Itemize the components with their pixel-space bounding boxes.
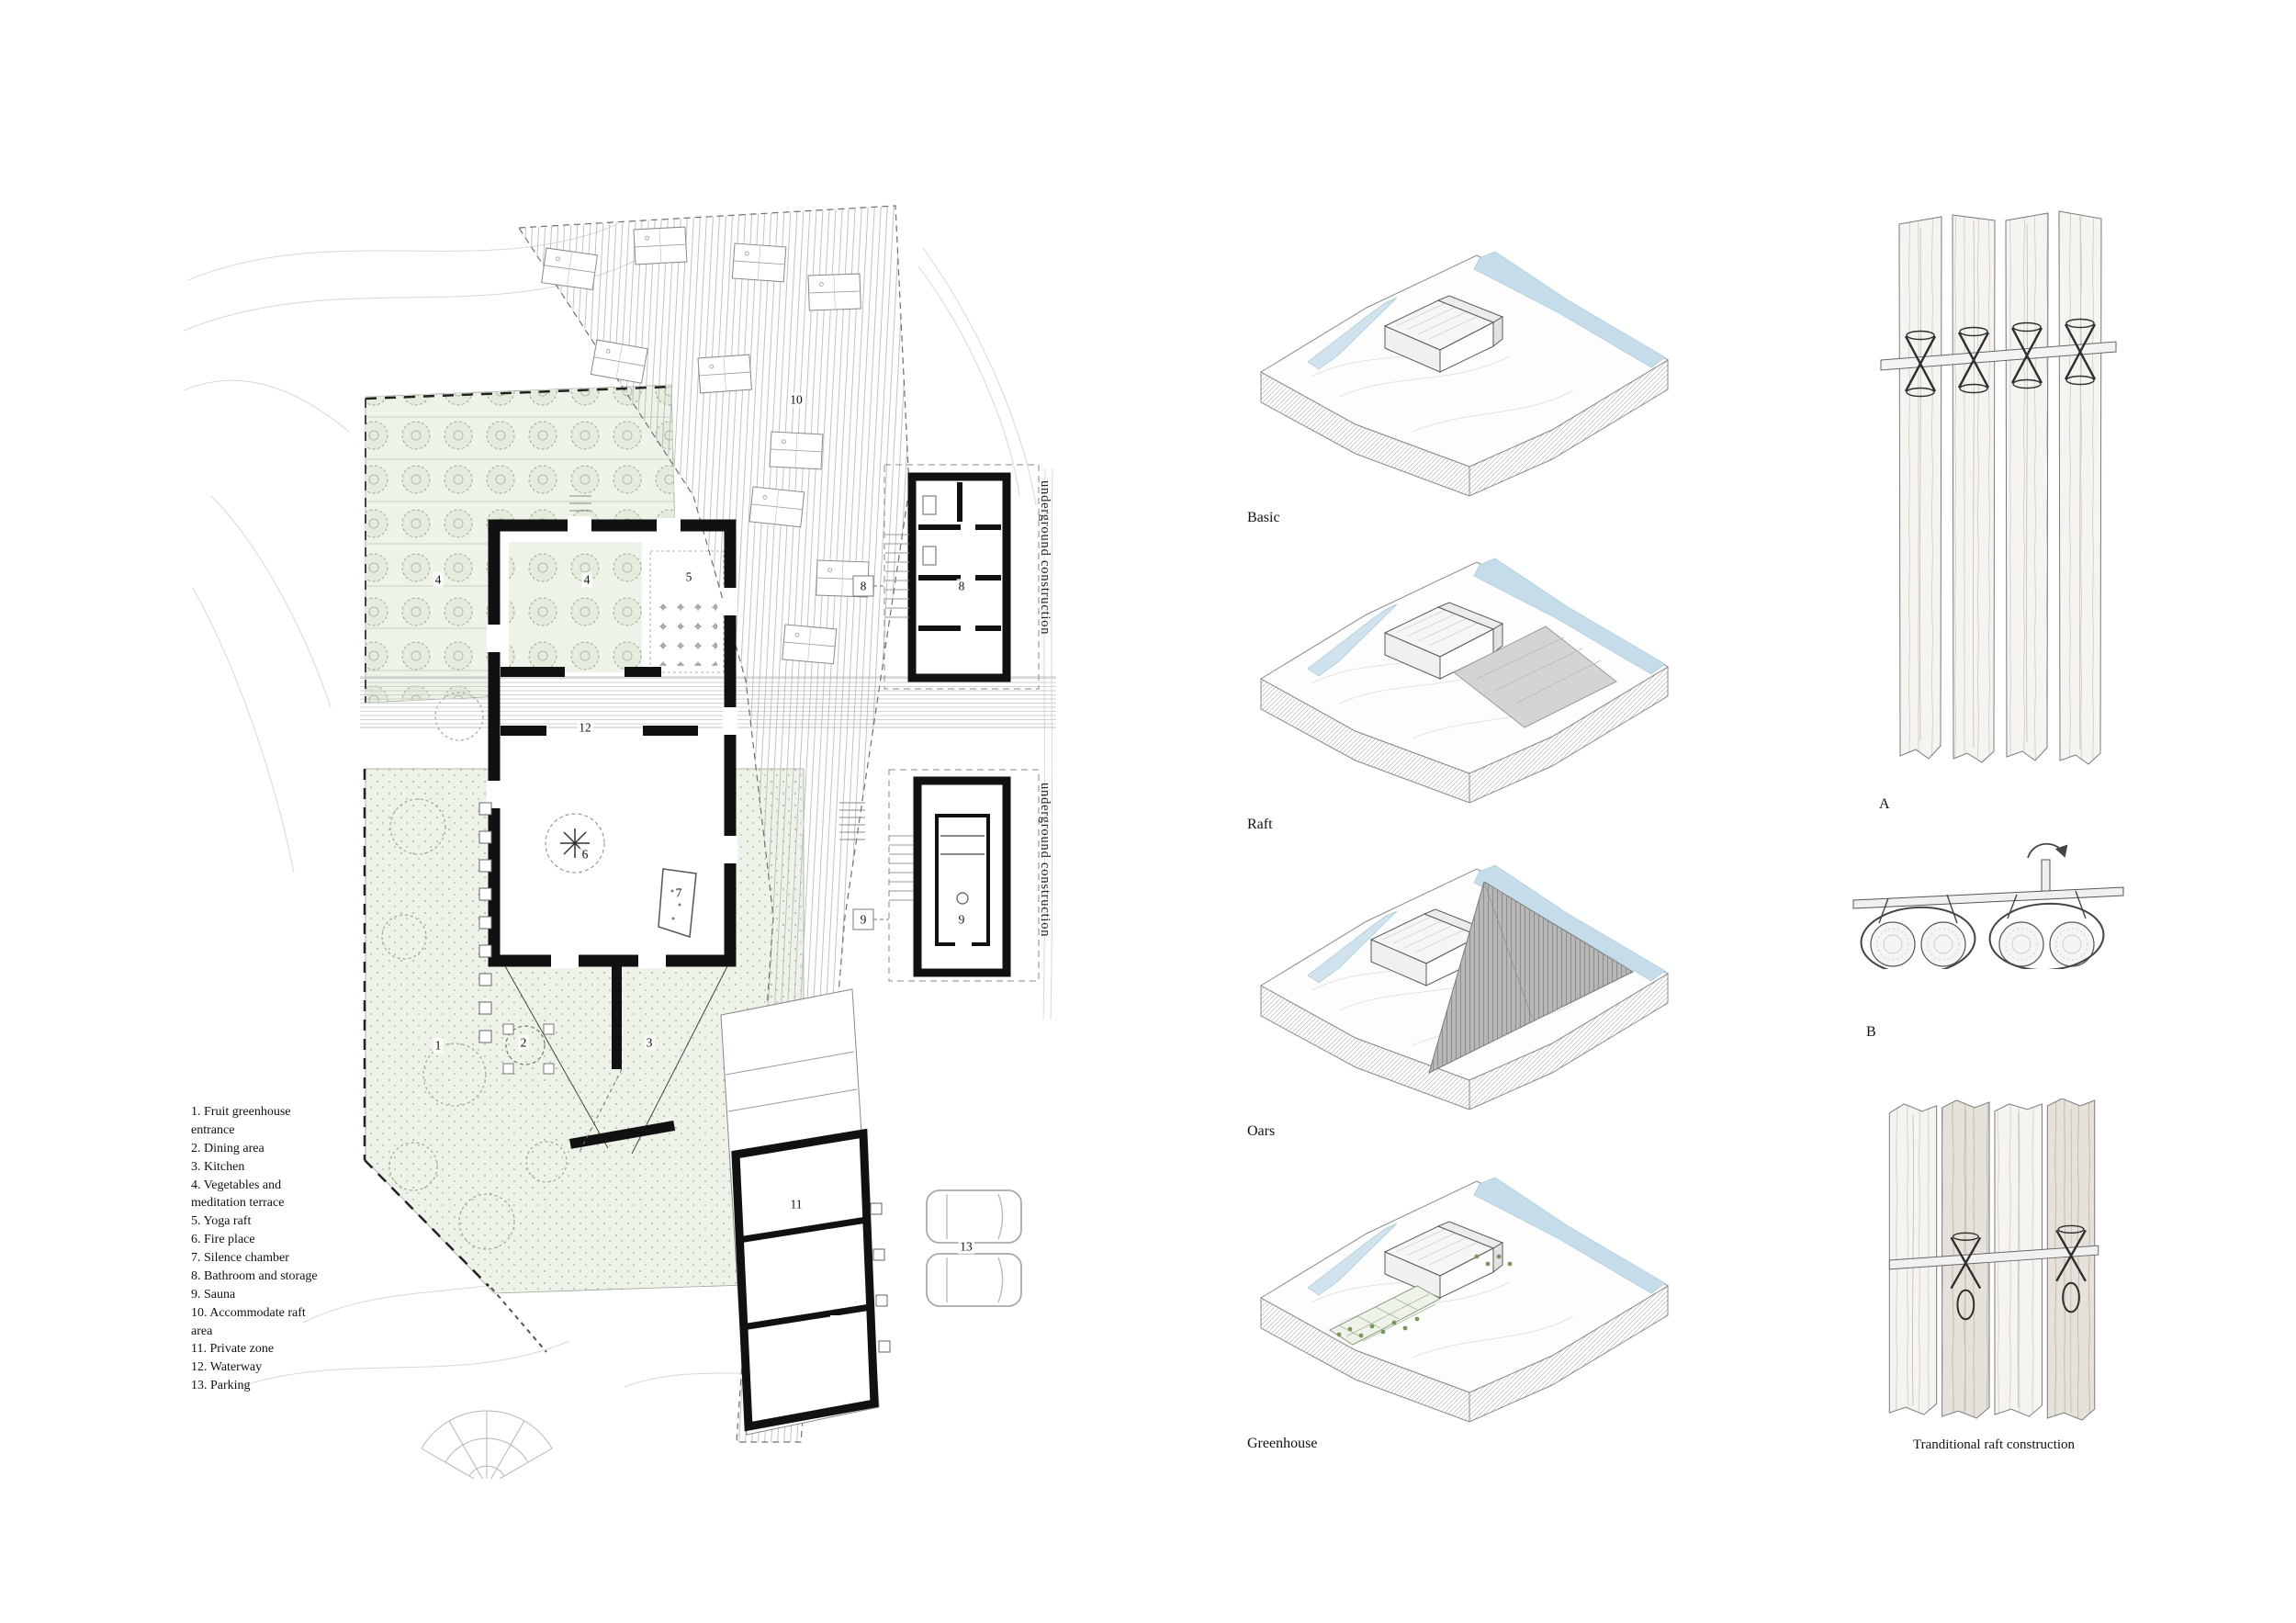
legend-item: 11. Private zone [191, 1342, 275, 1357]
main-building-interior [509, 542, 725, 938]
channel-stairs [839, 802, 865, 840]
massing-diagram-greenhouse: Greenhouse [1247, 1146, 1679, 1452]
legend-item: 6. Fire place [191, 1233, 255, 1247]
site-boundaries [363, 385, 672, 1353]
logs [1898, 210, 2102, 765]
log-ends [1870, 921, 2095, 967]
silence-chamber [658, 868, 697, 938]
detail-traditional-caption: Tranditional raft construction [1912, 1437, 2076, 1452]
greenhouse-arm [1328, 1254, 1513, 1346]
parking-cars [926, 1189, 1022, 1307]
raft-plane [1453, 626, 1617, 728]
diagram-label-basic: Basic [1247, 510, 1280, 525]
plan-number-marker: 9 [956, 912, 967, 927]
bench-row [478, 802, 492, 1043]
rotation-arrow [2027, 842, 2068, 859]
legend-item: 13. Parking [191, 1379, 251, 1393]
plan-number-marker: 4 [433, 572, 444, 587]
legend-item: 9. Sauna [191, 1287, 236, 1302]
site-plan-drawing [184, 205, 1056, 1479]
detail-a: A [1879, 208, 2122, 813]
ropes [1860, 890, 2105, 975]
legend-item: 3. Kitchen [191, 1159, 245, 1174]
massing-greenhouse-drawing [1260, 1177, 1669, 1423]
fan-ornament [421, 1410, 553, 1479]
cross-beam [1880, 341, 2117, 371]
diagram-label-oars: Oars [1247, 1123, 1276, 1139]
legend-item: 8. Bathroom and storage [191, 1268, 318, 1283]
rope-lashings [1904, 318, 2097, 398]
legend-item: 7. Silence chamber [191, 1251, 289, 1265]
legend-item: 1. Fruit greenhouse entrance [191, 1105, 291, 1137]
bathroom-storage-building [852, 464, 1040, 690]
waterway-band [360, 676, 1056, 728]
legend-item: 10. Accommodate raft area [191, 1305, 306, 1338]
log-rings [1876, 928, 2088, 961]
massing-diagram-raft: Raft [1247, 527, 1679, 833]
plan-number-marker: 10 [788, 392, 805, 407]
underground-construction-label: underground construction [1038, 783, 1052, 938]
plan-number-marker: 11 [788, 1197, 805, 1212]
private-zone-building [720, 988, 891, 1436]
diagram-label-greenhouse: Greenhouse [1247, 1436, 1318, 1451]
massing-oars-drawing [1260, 864, 1669, 1110]
plan-number-marker: 13 [958, 1239, 974, 1254]
detail-b: B [1851, 831, 2127, 1041]
oars-wedge [1428, 881, 1635, 1074]
legend-item: 4. Vegetables and meditation terrace [191, 1178, 285, 1211]
contour-lines [184, 224, 1053, 1388]
massing-diagram-oars: Oars [1247, 834, 1679, 1140]
car [926, 1253, 1022, 1307]
detail-a-label: A [1879, 796, 1890, 812]
sauna-building [852, 769, 1040, 982]
massing-diagram-basic: Basic [1247, 220, 1679, 526]
rope-lashings [1950, 1224, 2087, 1321]
plan-number-marker: 1 [433, 1038, 444, 1053]
plan-legend: 1. Fruit greenhouse entrance 2. Dining ar… [191, 1103, 327, 1395]
detail-traditional-raft: Tranditional raft construction [1888, 1098, 2099, 1453]
detail-b-drawing [1852, 842, 2124, 975]
massing-raft-drawing [1260, 558, 1669, 804]
legend-item: 2. Dining area [191, 1141, 264, 1155]
detail-a-drawing [1880, 210, 2117, 765]
diagram-label-raft: Raft [1247, 817, 1273, 832]
plan-number-marker: 4 [581, 572, 592, 587]
underground-construction-label: underground construction [1038, 480, 1052, 636]
plan-number-marker: 8 [858, 579, 869, 593]
detail-b-label: B [1866, 1024, 1876, 1040]
legend-item: 5. Yoga raft [191, 1214, 252, 1229]
plan-number-marker: 3 [644, 1035, 655, 1050]
cross-beam [1888, 1245, 2099, 1270]
fire-place-symbol [545, 813, 605, 873]
dining-kitchen-area [478, 802, 728, 1155]
plan-number-marker: 5 [683, 569, 694, 584]
cross-plank [1852, 886, 2124, 909]
plan-number-marker: 12 [577, 720, 593, 735]
log-grain [1919, 216, 2082, 750]
plan-number-marker: 7 [673, 885, 684, 900]
plan-number-marker: 2 [518, 1035, 529, 1050]
plan-number-marker: 6 [580, 847, 591, 862]
plan-number-marker: 8 [956, 579, 967, 593]
legend-item: 12. Waterway [191, 1360, 263, 1375]
detail-traditional-drawing [1888, 1098, 2099, 1421]
massing-basic-drawing [1260, 251, 1669, 497]
plan-number-marker: 9 [858, 912, 869, 927]
